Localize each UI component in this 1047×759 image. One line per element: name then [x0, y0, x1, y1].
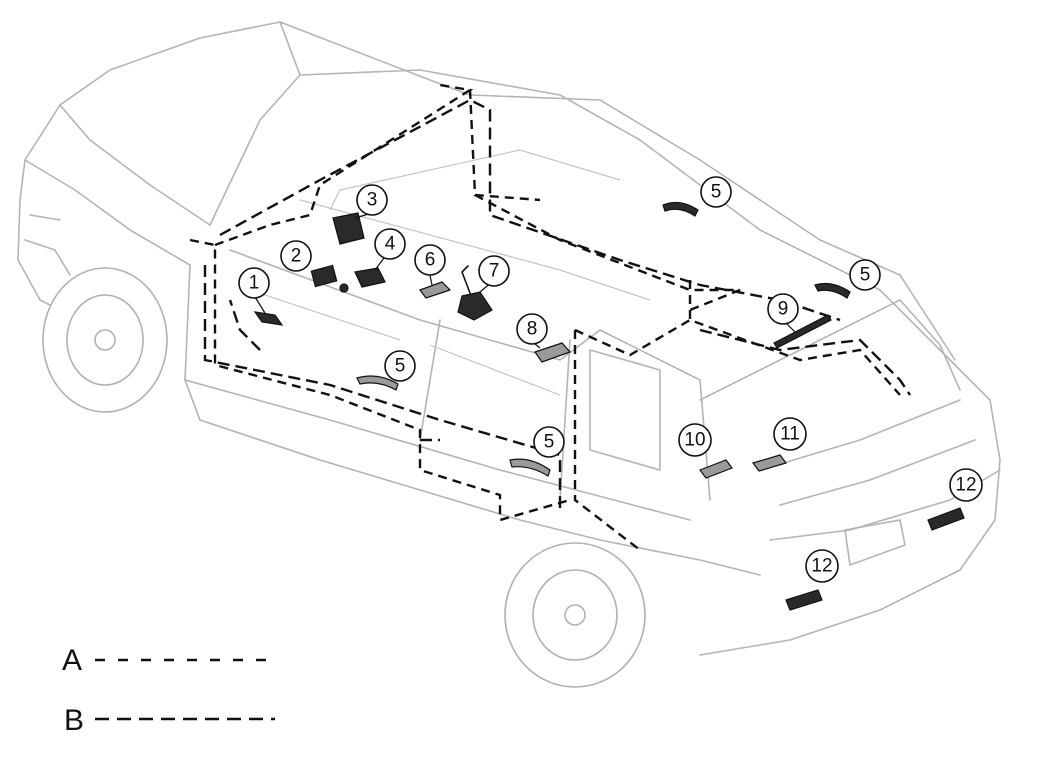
component-11-sensor [752, 454, 787, 472]
svg-text:5: 5 [860, 265, 871, 286]
svg-text:2: 2 [291, 246, 302, 267]
front-wheel [42, 267, 168, 413]
svg-text:5: 5 [711, 182, 722, 203]
svg-text:5: 5 [395, 356, 406, 377]
component-8-handle [534, 342, 572, 363]
svg-text:12: 12 [955, 475, 976, 496]
legend-a-letter: A [62, 644, 82, 677]
svg-text:6: 6 [425, 250, 436, 271]
component-12-sensor-right [927, 507, 965, 531]
callout-5-front-left-door: 5 [384, 350, 416, 382]
callout-7: 7 [478, 255, 510, 287]
rear-wheel [504, 542, 646, 688]
component-9-antenna [773, 314, 832, 349]
callout-5-rear-right-door: 5 [700, 176, 732, 208]
car-body-outline [17, 21, 1001, 656]
component-4-module [354, 267, 386, 288]
component-5-door-handle-rear-right [814, 282, 851, 299]
component-5-door-handle-front-right [662, 201, 699, 217]
callout-12-right: 12 [949, 468, 983, 502]
wiring-harness-b [203, 98, 911, 510]
callout-3: 3 [356, 184, 388, 216]
legend-b-letter: B [64, 704, 84, 737]
component-2-module [310, 264, 349, 293]
callout-4: 4 [374, 228, 406, 260]
svg-text:8: 8 [527, 319, 538, 340]
svg-text:7: 7 [489, 261, 500, 282]
callout-12-left: 12 [805, 549, 839, 583]
component-5-door-handle-rear-left [509, 458, 551, 477]
callout-11: 11 [773, 417, 807, 451]
component-3-control-unit [332, 212, 365, 245]
svg-text:12: 12 [811, 556, 832, 577]
component-6-handle [419, 281, 452, 299]
callout-5-tailgate: 5 [849, 259, 881, 291]
callout-5-rear-left-door: 5 [533, 426, 565, 458]
callout-1: 1 [238, 267, 270, 299]
component-1-switch [253, 311, 284, 326]
component-12-sensor-left [785, 589, 823, 611]
component-7-gear-selector [457, 265, 493, 321]
callout-2: 2 [280, 240, 312, 272]
svg-text:9: 9 [778, 299, 789, 320]
wiring-harness-a [189, 83, 901, 551]
component-5-door-handle-front-left [356, 375, 399, 391]
callout-8: 8 [516, 313, 548, 345]
svg-text:11: 11 [780, 424, 800, 445]
svg-text:10: 10 [684, 430, 705, 451]
legend: A B [62, 644, 275, 737]
callout-6: 6 [414, 244, 446, 276]
svg-text:4: 4 [385, 234, 396, 255]
component-10-sensor [699, 459, 733, 479]
svg-text:3: 3 [367, 190, 378, 211]
svg-text:5: 5 [544, 432, 555, 453]
callout-9: 9 [767, 293, 799, 325]
svg-text:1: 1 [249, 273, 260, 294]
callout-10: 10 [678, 423, 712, 457]
